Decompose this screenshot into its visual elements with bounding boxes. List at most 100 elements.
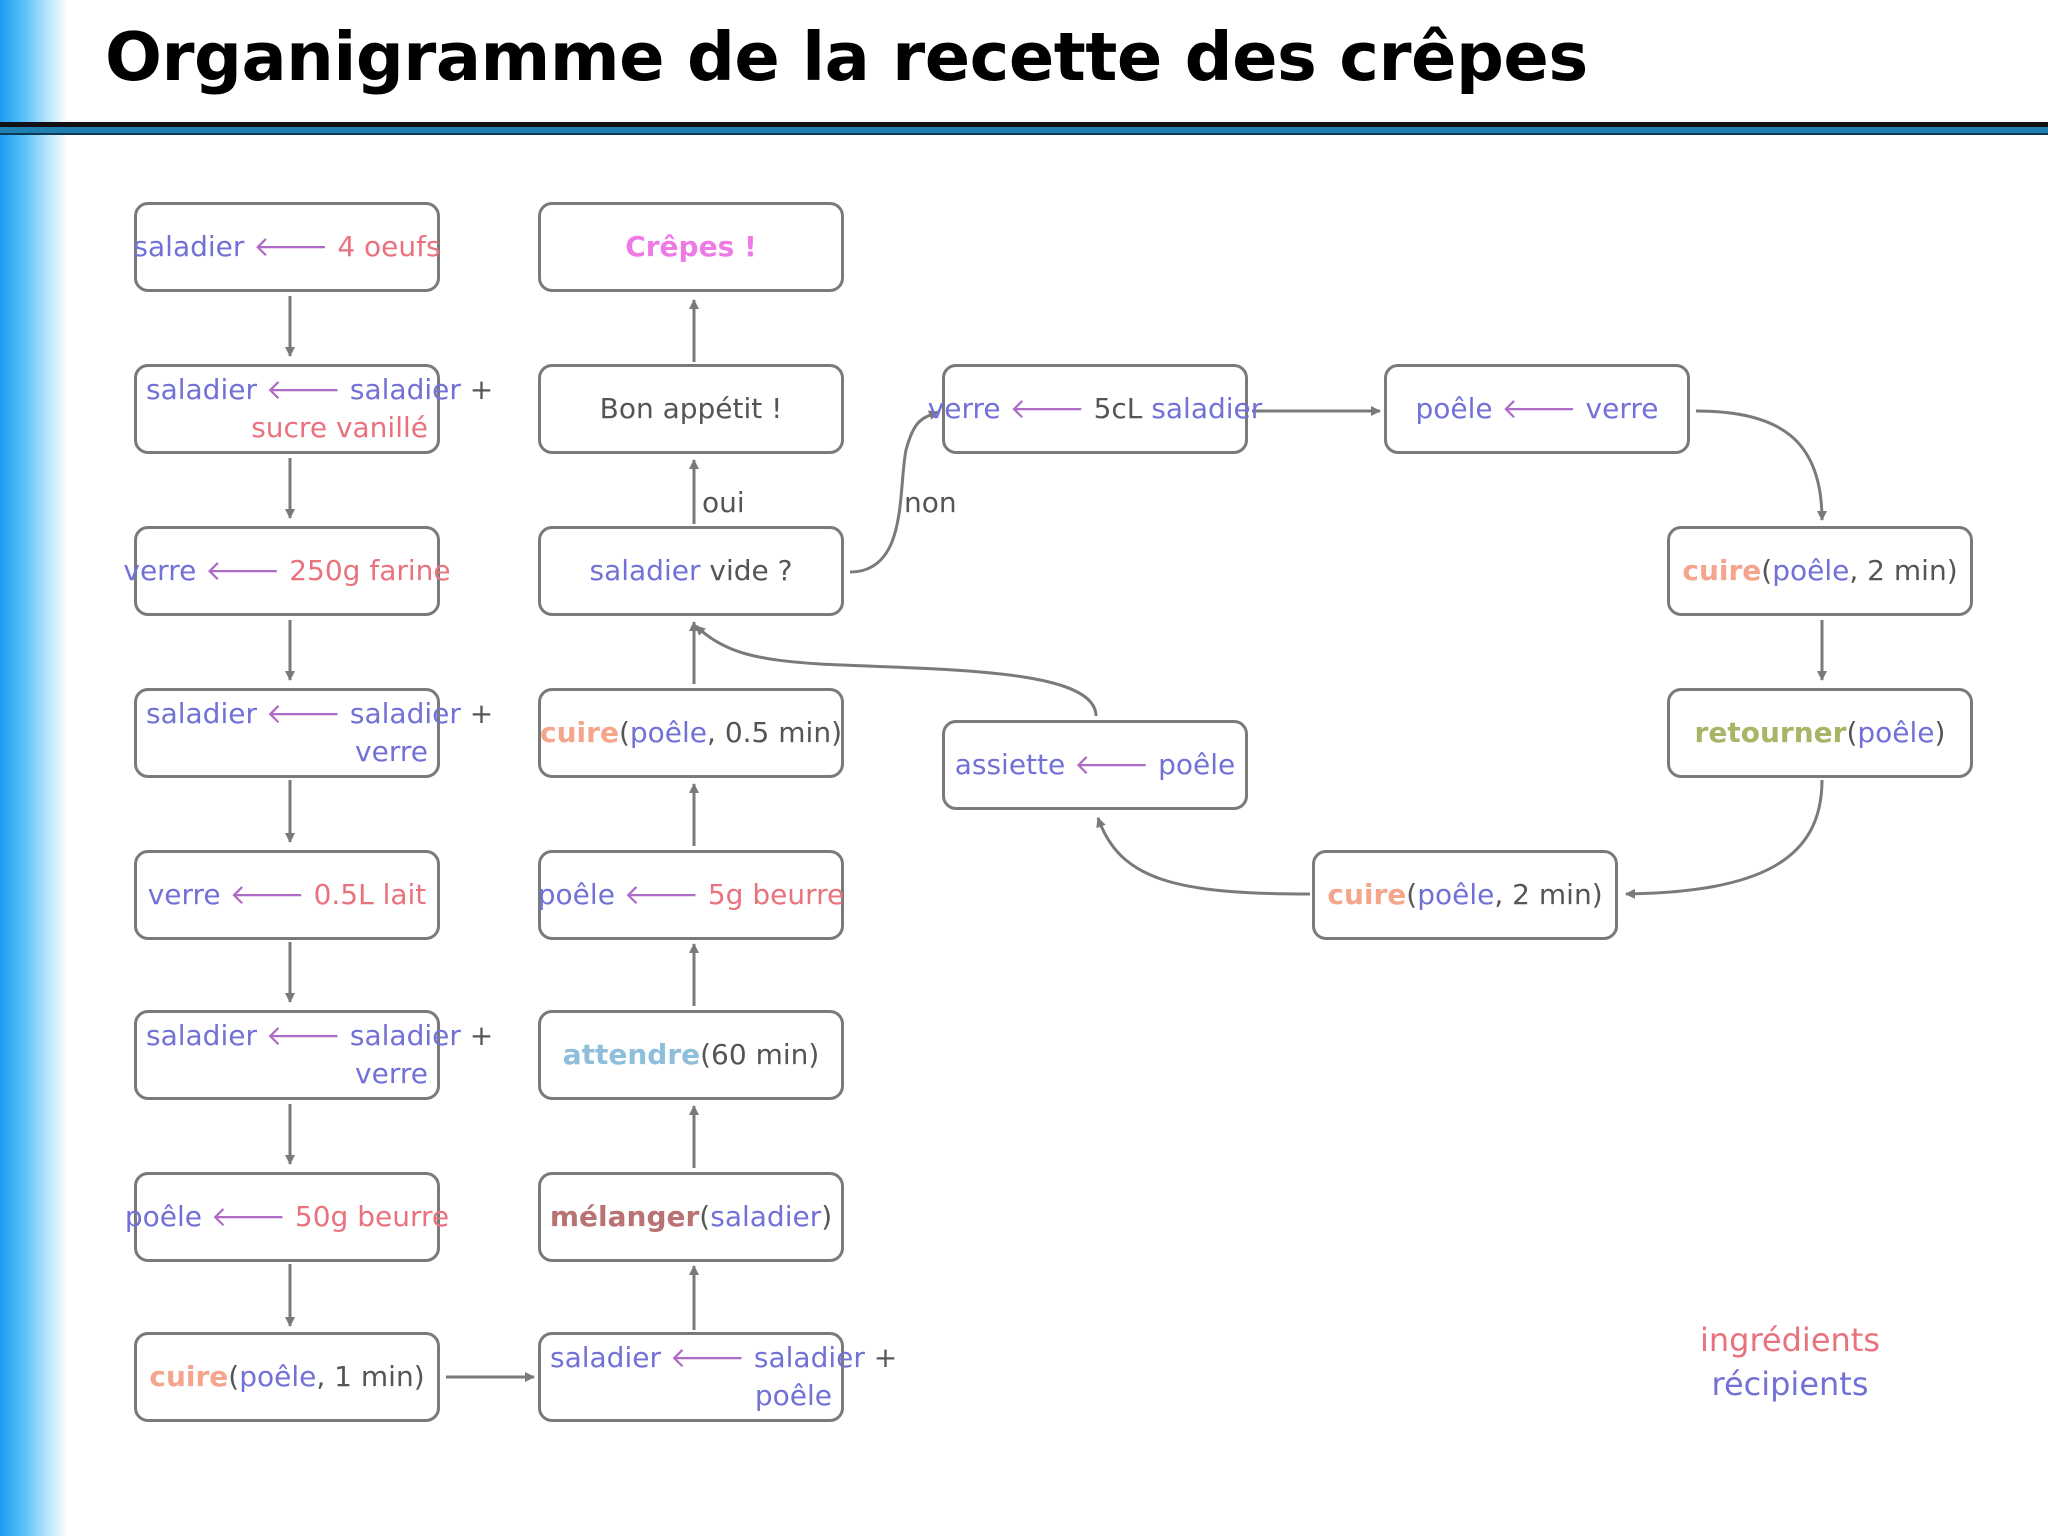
crepes-text: Crêpes !	[625, 230, 757, 263]
function-cuire: cuire	[540, 716, 619, 749]
recipient-verre: verre	[147, 878, 221, 911]
title-rule	[0, 122, 2048, 127]
ingredient-farine: 250g farine	[289, 554, 451, 587]
ingredient-sucre-vanille: sucre vanillé	[251, 411, 428, 444]
page-title: Organigramme de la recette des crêpes	[105, 18, 1588, 96]
step-poele-beurre-50g: poêle 🡐 50g beurre	[125, 1172, 449, 1262]
recipient-saladier: saladier	[146, 373, 257, 406]
step-verre-farine: verre 🡐 250g farine	[123, 526, 451, 616]
recipient-saladier: saladier	[710, 1200, 822, 1233]
assign-arrow-icon: 🡐	[265, 697, 341, 730]
legend: ingrédients récipients	[1660, 1318, 1920, 1406]
sidebar-gradient	[0, 0, 68, 1536]
function-cuire: cuire	[149, 1360, 229, 1393]
recipient-verre: verre	[355, 735, 428, 768]
paren-open: (	[228, 1360, 240, 1393]
recipient-poele: poêle	[1857, 716, 1935, 749]
recipient-saladier: saladier	[349, 697, 461, 730]
recipient-saladier: saladier	[550, 1341, 661, 1374]
quantity-5cl: 5cL	[1093, 392, 1143, 425]
paren-close: )	[1934, 716, 1946, 749]
edge-l6-m6	[694, 624, 1098, 717]
edge-m6-l1	[849, 410, 939, 574]
recipient-saladier: saladier	[146, 697, 257, 730]
assign-arrow-icon: 🡐	[205, 554, 281, 587]
paren-open: (	[618, 716, 630, 749]
step-cuire-2min-a: cuire(poêle, 2 min)	[1667, 526, 1973, 616]
recipient-poele: poêle	[537, 878, 615, 911]
recipient-saladier: saladier	[753, 1341, 865, 1374]
function-attendre: attendre	[562, 1038, 701, 1071]
assign-arrow-icon: 🡐	[1501, 392, 1577, 425]
recipient-poele: poêle	[629, 716, 708, 749]
arg-duration: , 1 min)	[316, 1360, 425, 1393]
ingredient-oeufs: 4 oeufs	[337, 230, 441, 263]
function-cuire: cuire	[1682, 554, 1762, 587]
step-bon-appetit: Bon appétit !	[538, 364, 844, 454]
assign-arrow-icon: 🡐	[265, 373, 341, 406]
step-saladier-sucre: saladier 🡐 saladier + sucre vanillé	[134, 364, 493, 454]
legend-recipients: récipients	[1711, 1365, 1869, 1403]
arg-duration: , 0.5 min)	[707, 716, 842, 749]
step-verre-saladier: verre 🡐 5cL saladier	[928, 364, 1262, 454]
assign-arrow-icon: 🡐	[1009, 392, 1085, 425]
ingredient-beurre: 5g beurre	[707, 878, 845, 911]
recipient-poele: poêle	[1158, 748, 1236, 781]
recipient-saladier: saladier	[146, 1019, 257, 1052]
edge-l2-l3	[1695, 409, 1827, 521]
plus-sign: +	[469, 373, 494, 406]
paren-open: (	[1761, 554, 1773, 587]
edge-l5-l6	[1096, 817, 1311, 896]
assign-arrow-icon: 🡐	[265, 1019, 341, 1052]
step-cuire-2min-b: cuire(poêle, 2 min)	[1312, 850, 1618, 940]
decision-saladier-vide: saladier vide ?	[538, 526, 844, 616]
title-rule-dark	[0, 133, 2048, 135]
recipient-poele: poêle	[1772, 554, 1850, 587]
arg-duration: , 2 min)	[1494, 878, 1603, 911]
recipient-saladier: saladier	[1151, 392, 1263, 425]
plus-sign: +	[469, 697, 494, 730]
step-saladier-verre-1: saladier 🡐 saladier + verre	[134, 688, 493, 778]
edge-l4-l5	[1625, 779, 1824, 899]
recipient-poele: poêle	[1415, 392, 1493, 425]
recipient-poele: poêle	[754, 1379, 832, 1412]
recipient-poele: poêle	[239, 1360, 317, 1393]
step-melanger: mélanger(saladier)	[538, 1172, 844, 1262]
title-rule-blue	[0, 127, 2048, 133]
step-cuire-1min: cuire(poêle, 1 min)	[134, 1332, 440, 1422]
recipient-saladier: saladier	[589, 554, 701, 587]
function-retourner: retourner	[1694, 716, 1847, 749]
ingredient-beurre: 50g beurre	[294, 1200, 450, 1233]
step-assiette-poele: assiette 🡐 poêle	[942, 720, 1248, 810]
recipient-verre: verre	[1585, 392, 1659, 425]
legend-ingredients: ingrédients	[1699, 1321, 1880, 1359]
assign-arrow-icon: 🡐	[253, 230, 329, 263]
end-crepes: Crêpes !	[538, 202, 844, 292]
plus-sign: +	[873, 1341, 898, 1374]
step-saladier-verre-2: saladier 🡐 saladier + verre	[134, 1010, 493, 1100]
assign-arrow-icon: 🡐	[210, 1200, 287, 1233]
edge-label-non: non	[904, 486, 957, 519]
paren-open: (	[1406, 878, 1418, 911]
recipient-verre: verre	[123, 554, 197, 587]
arg-duration: (60 min)	[700, 1038, 820, 1071]
recipient-saladier: saladier	[349, 373, 461, 406]
assign-arrow-icon: 🡐	[669, 1341, 745, 1374]
ingredient-lait: 0.5L lait	[313, 878, 427, 911]
function-melanger: mélanger	[549, 1200, 700, 1233]
assign-arrow-icon: 🡐	[1074, 748, 1150, 781]
recipient-saladier: saladier	[133, 230, 245, 263]
recipient-poele: poêle	[124, 1200, 203, 1233]
paren-open: (	[699, 1200, 711, 1233]
recipient-verre: verre	[355, 1057, 428, 1090]
arg-duration: , 2 min)	[1849, 554, 1958, 587]
bon-appetit-text: Bon appétit !	[599, 392, 783, 425]
assign-arrow-icon: 🡐	[623, 878, 699, 911]
step-poele-beurre-5g: poêle 🡐 5g beurre	[538, 850, 844, 940]
recipient-saladier: saladier	[349, 1019, 461, 1052]
paren-open: (	[1846, 716, 1858, 749]
recipient-assiette: assiette	[954, 748, 1066, 781]
recipient-verre: verre	[927, 392, 1001, 425]
recipient-poele: poêle	[1417, 878, 1495, 911]
